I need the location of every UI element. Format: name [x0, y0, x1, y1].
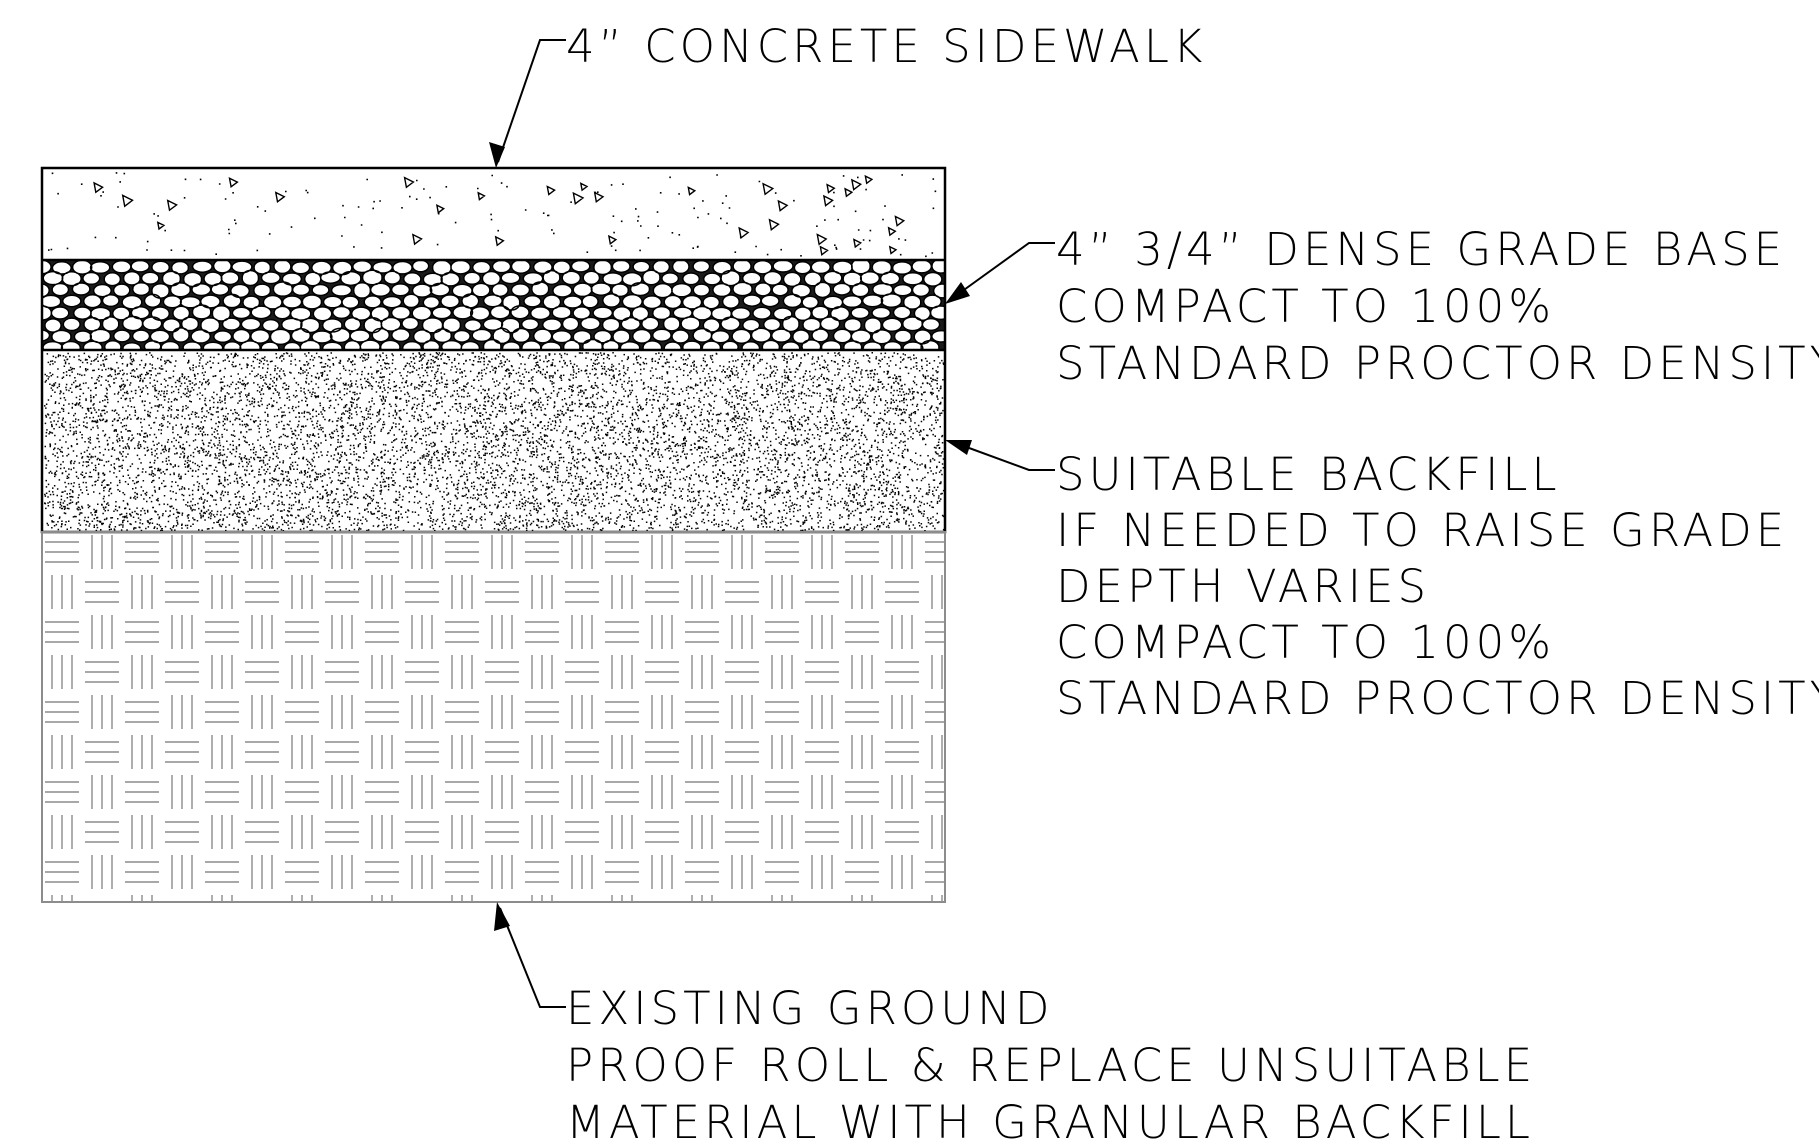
backfill-leader-line: [949, 440, 1055, 471]
backfill-callout-line-1: SUITABLE BACKFILL: [1056, 448, 1561, 501]
suitable-backfill-layer: [42, 350, 945, 532]
ground-leader-line: [499, 907, 566, 1008]
base-callout-line-1: 4” 3/4” DENSE GRADE BASE: [1056, 223, 1786, 276]
ground-callout-line-3: MATERIAL WITH GRANULAR BACKFILL: [566, 1096, 1534, 1144]
ground-outline: [41, 531, 946, 903]
base-arrowhead: [945, 282, 970, 304]
existing-ground-layer: [42, 532, 945, 902]
base-callout-line-2: COMPACT TO 100%: [1056, 280, 1555, 333]
concrete-leader-line: [497, 39, 566, 163]
concrete-callout-line-1: 4” CONCRETE SIDEWALK: [566, 20, 1206, 73]
backfill-callout-line-3: DEPTH VARIES: [1056, 560, 1430, 613]
backfill-arrowhead: [945, 440, 972, 455]
backfill-callout-line-4: COMPACT TO 100%: [1056, 616, 1555, 669]
ground-arrowhead: [494, 902, 510, 931]
backfill-callout-line-2: IF NEEDED TO RAISE GRADE: [1056, 504, 1788, 557]
callout-dense-grade-base: 4” 3/4” DENSE GRADE BASE COMPACT TO 100%…: [945, 223, 1819, 390]
sand-stipple-hatch: [44, 352, 945, 532]
concrete-arrowhead: [489, 142, 505, 168]
callout-suitable-backfill: SUITABLE BACKFILL IF NEEDED TO RAISE GRA…: [945, 440, 1819, 725]
layer-outlines: [40, 166, 947, 903]
basketweave-hatch: [45, 535, 945, 902]
base-leader-line: [949, 242, 1055, 301]
callout-concrete-sidewalk: 4” CONCRETE SIDEWALK: [489, 20, 1206, 168]
base-callout-line-3: STANDARD PROCTOR DENSITY: [1056, 337, 1819, 390]
dense-grade-base-layer: [42, 260, 945, 350]
ground-callout-line-1: EXISTING GROUND: [566, 982, 1054, 1035]
callout-existing-ground: EXISTING GROUND PROOF ROLL & REPLACE UNS…: [494, 902, 1536, 1144]
backfill-callout-line-5: STANDARD PROCTOR DENSITY: [1056, 672, 1819, 725]
concrete-sidewalk-layer: [42, 168, 945, 260]
concrete-aggregate-hatch: [48, 172, 937, 258]
ground-callout-line-2: PROOF ROLL & REPLACE UNSUITABLE: [566, 1039, 1536, 1092]
gravel-hatch: [42, 260, 945, 350]
